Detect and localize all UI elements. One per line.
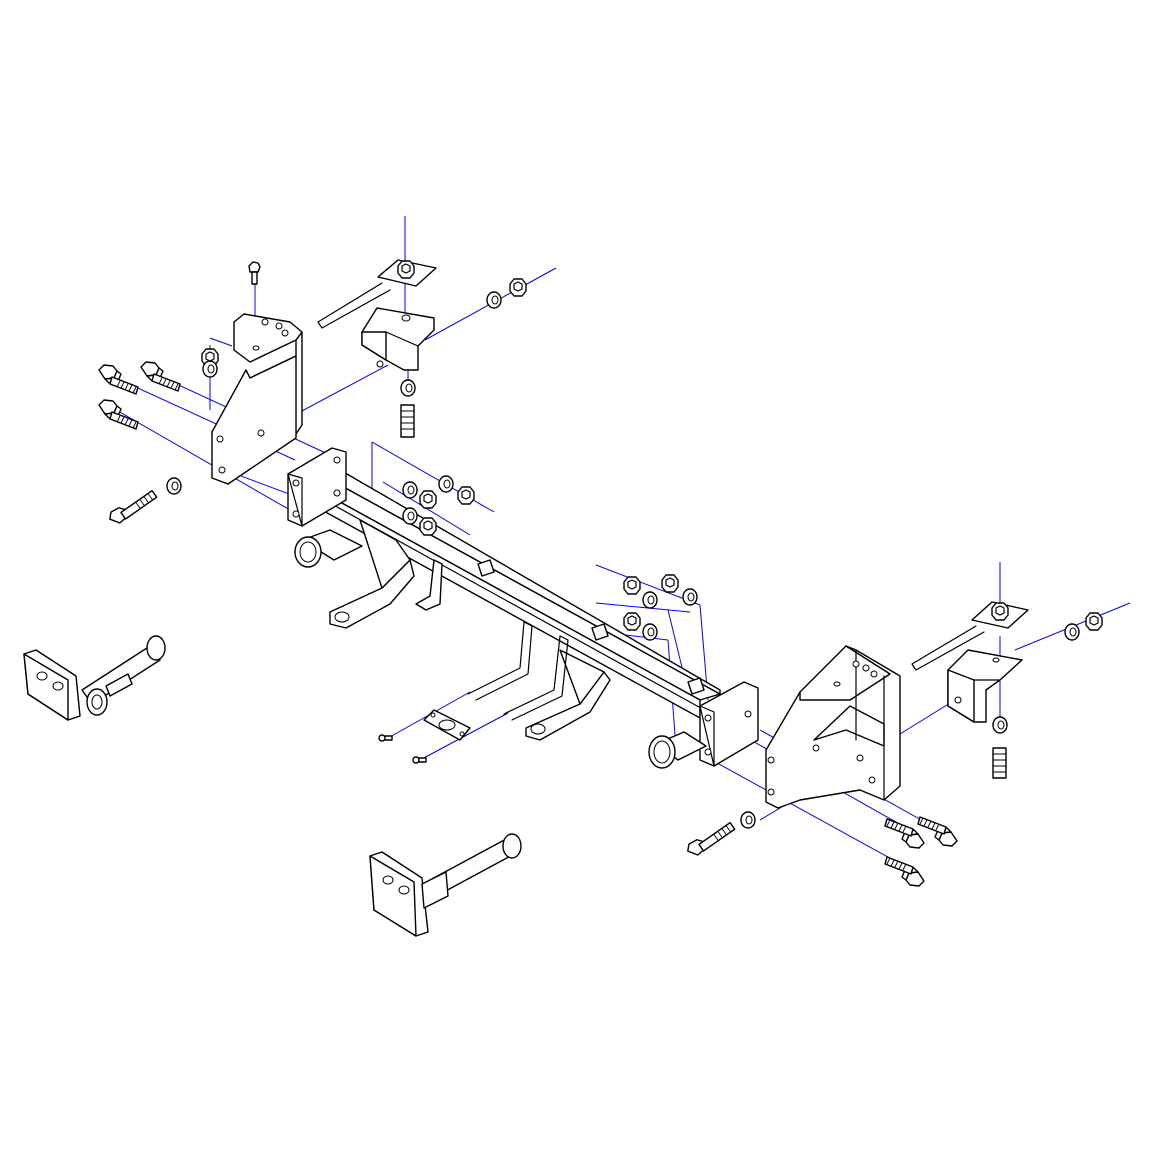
left-nut-plate [317,259,437,329]
left-receiver-tube [294,529,363,568]
tow-arm-bracket-right [369,833,522,937]
block-bolt [400,404,415,438]
right-end-plate [699,681,759,767]
right-nut-plate [911,601,1029,671]
center-washer-3 [402,507,418,525]
rc-washer-1 [642,591,658,609]
washer-top-left [486,291,502,309]
washer-lower-right [740,811,756,829]
rc-nut-2 [661,574,679,593]
rc-washer-3 [642,623,658,641]
screw-b [412,756,427,764]
right-block-bolt [992,747,1007,779]
safety-cable-loop-left [467,621,533,701]
assembly-guide-lines [115,216,1131,873]
wiring-plate [423,709,471,741]
bolt-upper-left-b [140,361,181,392]
washer-top-right [1064,623,1080,641]
bolt-mid-left [98,399,139,430]
left-frame-bracket [211,313,303,485]
left-tow-tab [329,519,415,629]
right-tow-tab [525,649,611,741]
nut-top-left [509,278,527,297]
bracket-small-bolt [248,261,261,285]
bolt-upper-left-a [98,364,139,395]
bolt-right-c [884,856,925,887]
nut-top-right [1085,612,1103,631]
rc-washer-2 [682,588,698,606]
washer-lower-left [166,477,182,495]
center-nut-2 [457,486,475,505]
right-frame-bracket [765,645,901,809]
center-nut-1 [419,490,437,509]
left-end-plate [287,447,347,527]
bolt-lower-right [687,821,736,856]
crossbar-tab-2 [591,623,609,641]
left-tow-tab-2 [415,559,443,611]
small-washer [202,360,218,378]
washer-right-block [992,716,1008,734]
left-body-mount-block [361,307,435,371]
right-body-mount-block [947,649,1023,723]
crossbar-tab-1 [477,559,495,577]
rc-nut-1 [623,576,641,595]
right-receiver-tube [648,731,707,769]
center-washer-2 [438,475,454,493]
bolt-lower-left [109,489,158,524]
rc-nut-3 [623,612,641,631]
center-nut-3 [419,517,437,536]
safety-cable-loop-right [503,635,569,721]
main-crossbar [299,469,721,719]
crossbar-tab-3 [687,677,705,695]
tow-arm-bracket-left [23,635,166,721]
screw-a [378,734,393,742]
center-washer-1 [402,481,418,499]
washer-block [400,379,416,397]
